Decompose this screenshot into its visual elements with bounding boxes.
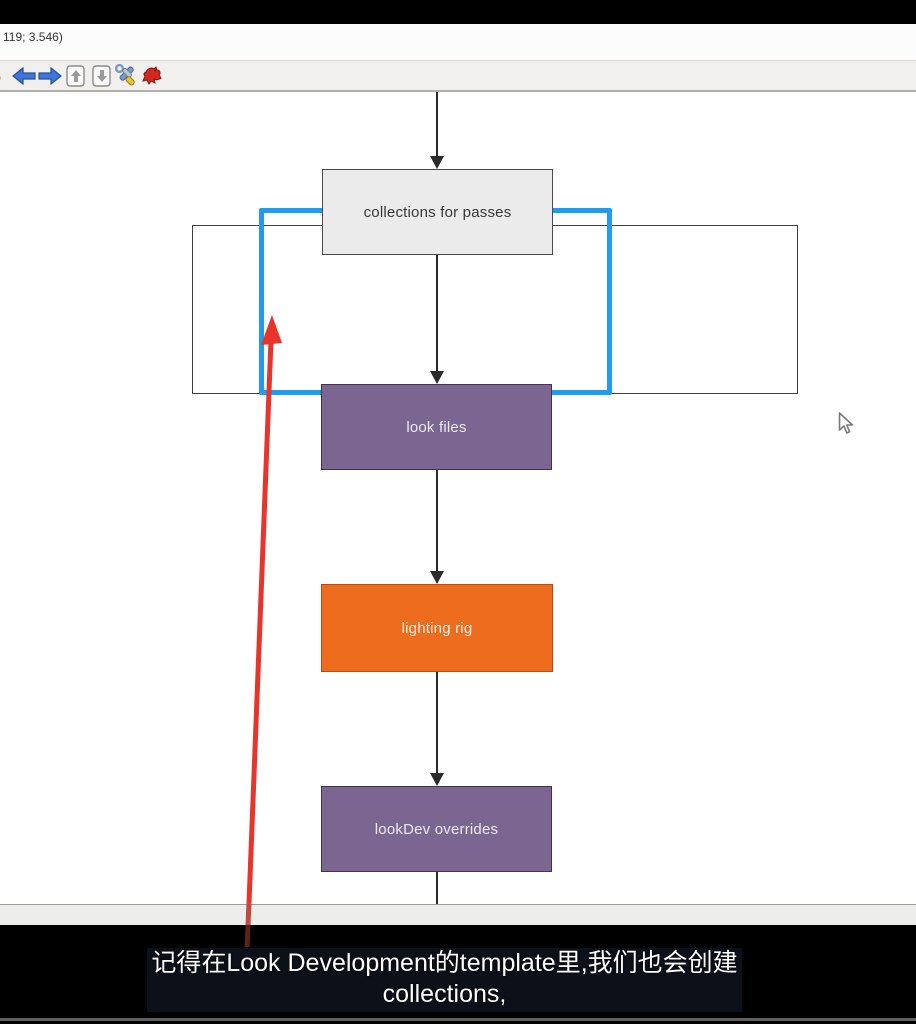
video-progress-line (0, 1018, 916, 1021)
subtitle-line-2: collections, (382, 980, 507, 1008)
node-label: look files (406, 418, 467, 436)
arrowhead-into-lookfiles (430, 371, 444, 384)
toolbar (0, 60, 916, 92)
back-arrow-icon[interactable] (12, 64, 36, 88)
dragon-icon[interactable] (140, 64, 164, 88)
titlebar-coordinates-text: 119; 3.546) (3, 30, 63, 44)
letterbox-top (0, 0, 916, 24)
arrowhead-into-lookdev (430, 773, 444, 786)
titlebar: 119; 3.546) (0, 24, 916, 60)
subtitle-line-1: 记得在Look Development的template里,我们也会创建 (151, 949, 738, 977)
node-label: lookDev overrides (374, 820, 499, 838)
statusbar (0, 904, 916, 925)
subtitle-box: 记得在Look Development的template里,我们也会创建 col… (147, 948, 742, 1012)
diagram-canvas[interactable]: collections for passes look files lighti… (0, 92, 916, 904)
connector-bottom (436, 872, 438, 904)
connector-look-lighting (436, 470, 438, 572)
node-lighting-rig[interactable]: lighting rig (321, 584, 553, 672)
page-up-icon[interactable] (64, 64, 88, 88)
node-lookdev-overrides[interactable]: lookDev overrides (321, 786, 552, 872)
tools-icon[interactable] (115, 64, 139, 88)
connector-collections-look (436, 255, 438, 372)
forward-arrow-icon[interactable] (38, 64, 62, 88)
node-look-files[interactable]: look files (321, 384, 552, 470)
arrowhead-into-collections (430, 156, 444, 169)
arrowhead-into-lightingrig (430, 571, 444, 584)
connector-top (436, 92, 438, 157)
page-down-icon[interactable] (90, 64, 114, 88)
node-label: lighting rig (401, 619, 473, 637)
node-label: collections for passes (363, 203, 512, 221)
connector-lighting-lookdev (436, 672, 438, 774)
node-collections-for-passes[interactable]: collections for passes (322, 169, 553, 255)
